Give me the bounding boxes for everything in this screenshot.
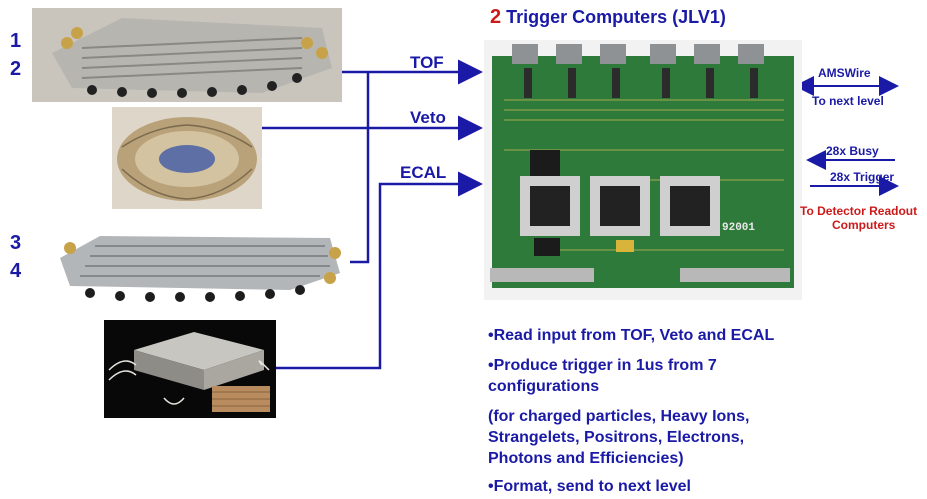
ecal-label: ECAL [400, 163, 446, 183]
bullet-particles-2: Strangelets, Positrons, Electrons, [488, 427, 744, 449]
readout-label-line2: Computers [832, 218, 895, 232]
trigger-board-photo: 92001 [484, 40, 802, 300]
amswire-label: AMSWire [818, 66, 871, 80]
bullet-read-input: •Read input from TOF, Veto and ECAL [488, 325, 774, 347]
busy-label: 28x Busy [826, 144, 879, 158]
page-title: 2 Trigger Computers (JLV1) [490, 6, 726, 29]
readout-label-line1: To Detector Readout [800, 204, 917, 218]
bullet-configurations: configurations [488, 376, 599, 398]
tof-label: TOF [410, 53, 444, 73]
bullet-particles-3: Photons and Efficiencies) [488, 448, 684, 470]
bullet-particles-1: (for charged particles, Heavy Ions, [488, 406, 749, 428]
to-next-level-label: To next level [812, 94, 884, 108]
trigger-label: 28x Trigger [830, 170, 894, 184]
bullet-produce-trigger: •Produce trigger in 1us from 7 [488, 355, 717, 377]
title-text: Trigger Computers (JLV1) [506, 7, 726, 27]
veto-label: Veto [410, 108, 446, 128]
title-count: 2 [490, 6, 501, 28]
bullet-format-send: •Format, send to next level [488, 476, 691, 498]
board-serial-label: 92001 [722, 222, 755, 234]
